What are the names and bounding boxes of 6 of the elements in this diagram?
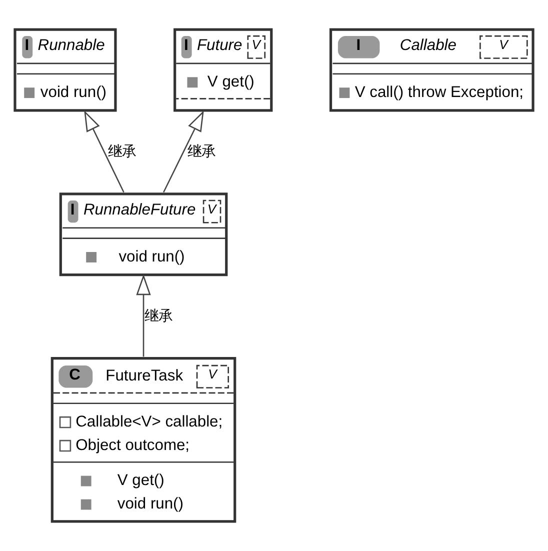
arrow [163,110,204,193]
edge-label: 继承 [188,144,216,160]
edge-label: 继承 [144,308,173,324]
arrow [136,274,151,357]
arrow [84,110,124,193]
edge-label: 继承 [108,144,136,160]
